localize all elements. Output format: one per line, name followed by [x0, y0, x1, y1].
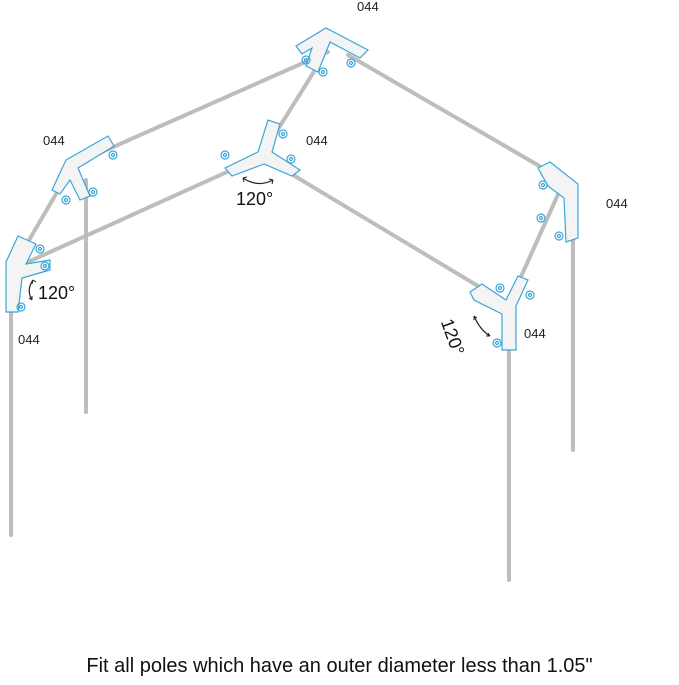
rafter-front-right — [266, 158, 500, 300]
connector-front-left — [5, 235, 51, 313]
angle-arc-middle — [242, 177, 274, 185]
rafter-front-left — [26, 156, 260, 264]
connector-rear-left — [51, 135, 118, 205]
connector-front-right — [469, 275, 535, 351]
ridge-pole-rear-right — [346, 53, 557, 177]
part-label-middle: 044 — [306, 133, 328, 148]
ridge-pole-rear-left — [93, 50, 330, 157]
connector-middle — [220, 119, 302, 177]
part-label-front-right: 044 — [524, 326, 546, 341]
angle-arc-front-right — [473, 315, 491, 337]
side-rail-right — [513, 188, 562, 292]
part-label-top: 044 — [357, 0, 379, 14]
angle-arc-front-left — [28, 279, 34, 301]
caption-text: Fit all poles which have an outer diamet… — [86, 655, 593, 677]
frame-poles — [9, 50, 575, 582]
angle-label-middle: 120° — [236, 189, 274, 209]
angle-label-front-left: 120° — [38, 283, 76, 303]
connector-rear-right — [536, 161, 579, 243]
connector-top — [295, 27, 370, 77]
part-label-rear-right: 044 — [606, 196, 628, 211]
part-label-rear-left: 044 — [43, 133, 65, 148]
part-label-front-left: 044 — [18, 332, 40, 347]
